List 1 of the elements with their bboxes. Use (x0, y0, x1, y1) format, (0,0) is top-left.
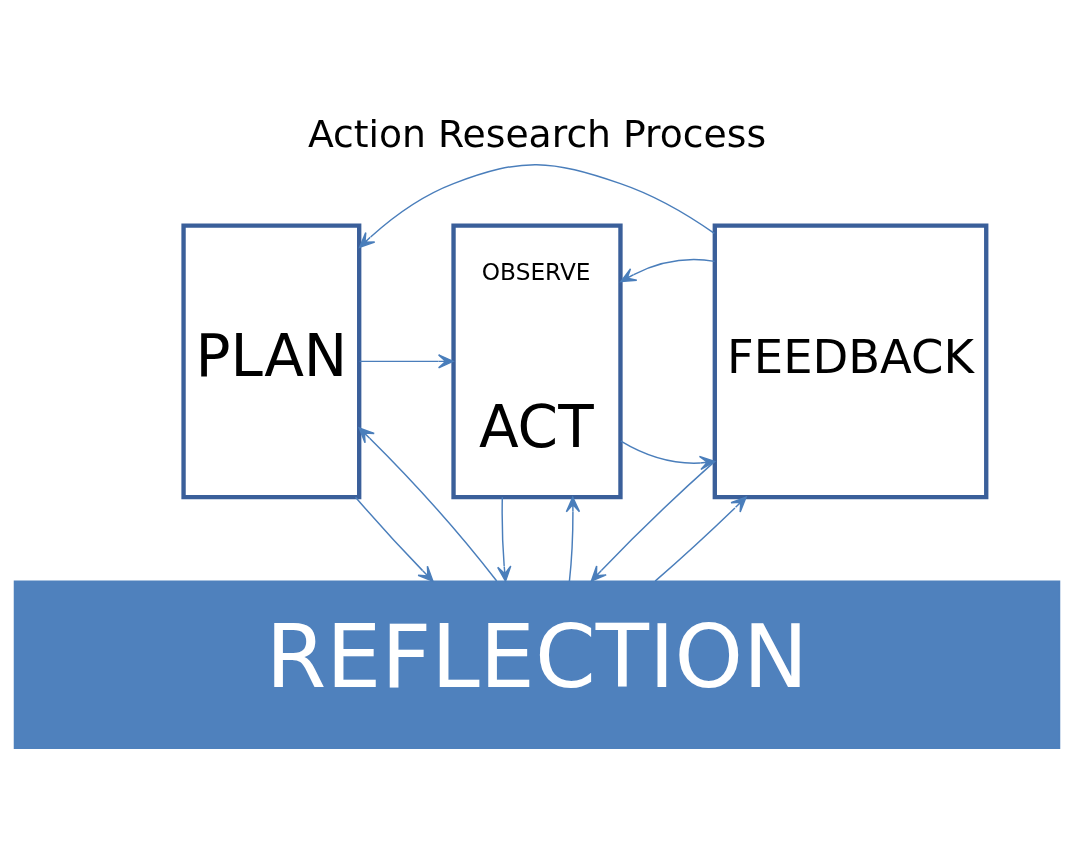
diagram-title: Action Research Process (307, 111, 767, 156)
